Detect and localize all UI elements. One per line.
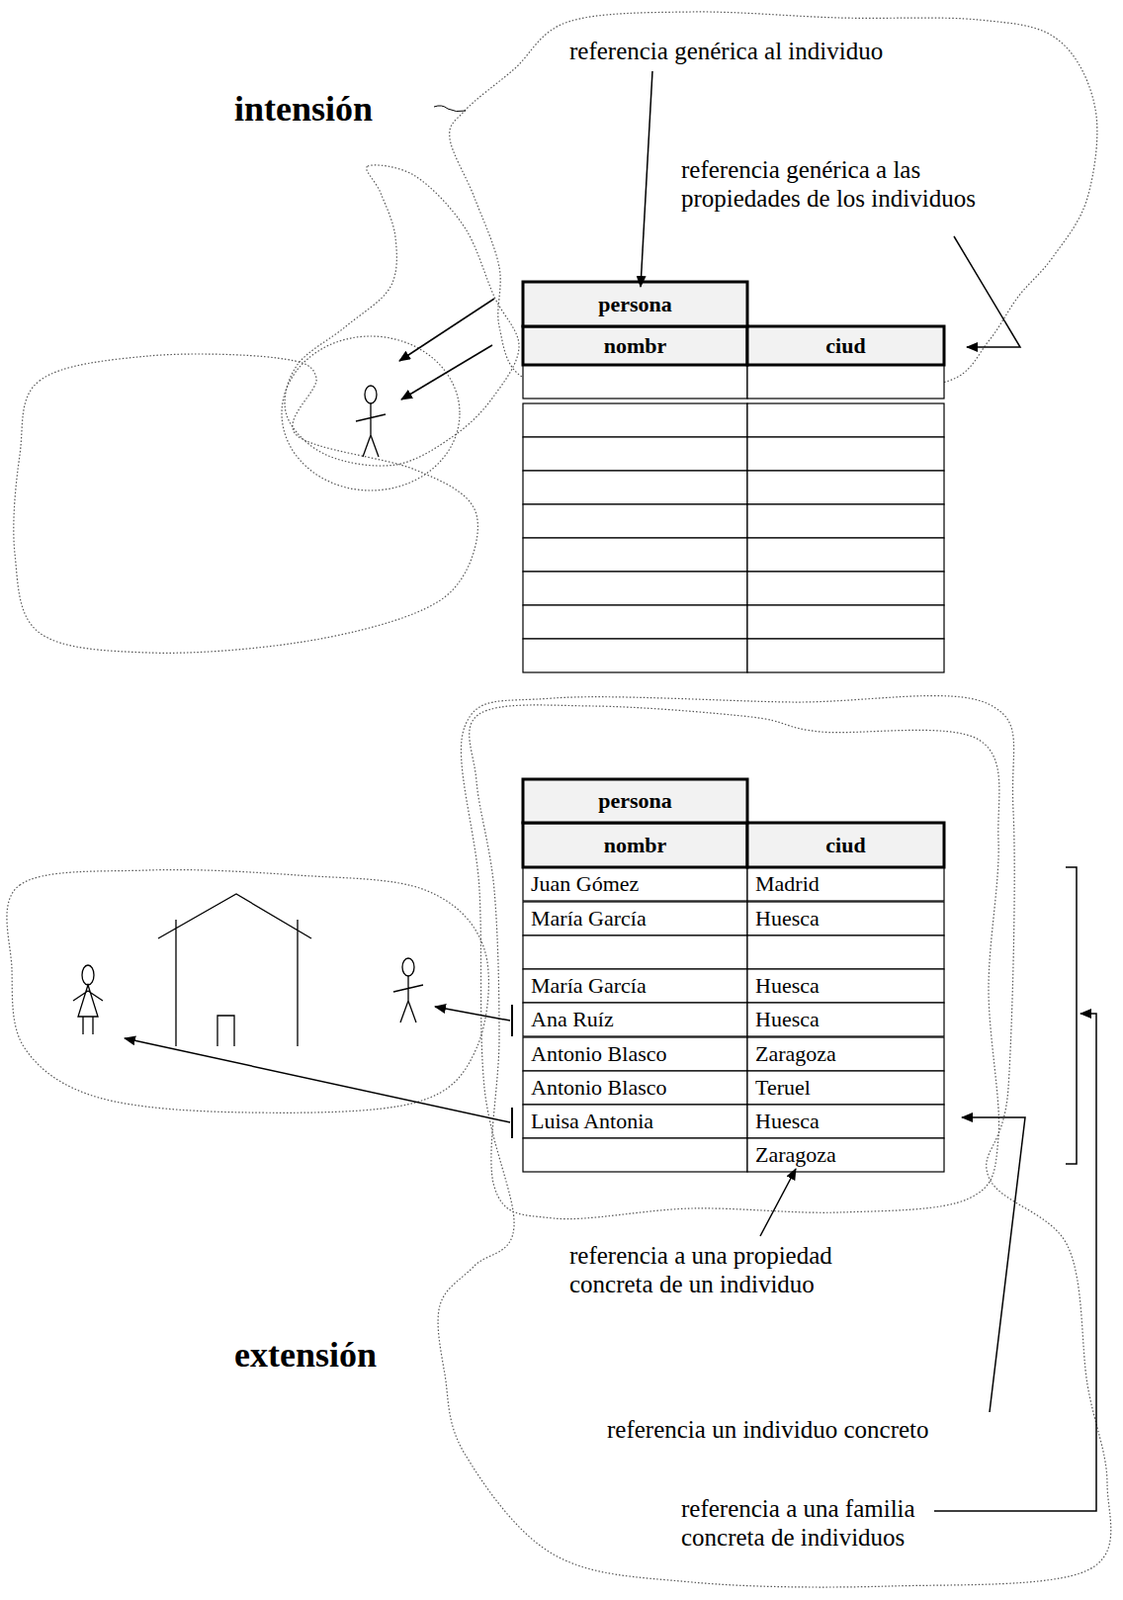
section-title: extensión xyxy=(234,1334,377,1376)
table-cell xyxy=(522,1104,748,1138)
cloud-outline xyxy=(6,869,489,1114)
table-cell xyxy=(522,537,748,572)
table-header: nombr xyxy=(522,326,748,365)
table-cell xyxy=(522,470,748,505)
table-cell xyxy=(522,504,748,538)
table-cell xyxy=(522,1036,748,1071)
table-cell xyxy=(747,1036,945,1071)
table-cell xyxy=(522,281,748,327)
table-cell-text: Huesca xyxy=(755,972,820,998)
table-cell xyxy=(522,638,748,673)
cloud-outline xyxy=(13,353,479,653)
leader-line xyxy=(953,236,1021,347)
table-cell xyxy=(522,866,748,901)
table-cell xyxy=(747,1137,945,1172)
table-cell xyxy=(747,436,945,471)
person-head xyxy=(82,964,94,985)
cloud-outline xyxy=(449,11,1098,388)
table-cell xyxy=(747,866,945,901)
bracket xyxy=(1065,866,1077,1164)
table-cell-text: María García xyxy=(530,972,647,998)
table-header: persona xyxy=(522,778,748,823)
table-header: ciud xyxy=(747,822,945,867)
reference-arrow xyxy=(401,345,493,400)
table-cell-text: María García xyxy=(530,905,647,931)
table-cell xyxy=(522,436,748,471)
table-cell xyxy=(747,604,945,639)
table-cell xyxy=(747,326,945,365)
cloud-outline xyxy=(469,704,1000,1219)
table-cell-text: Ana Ruíz xyxy=(530,1006,614,1032)
table-cell xyxy=(747,1002,945,1037)
table-cell xyxy=(522,1137,748,1172)
table-cell xyxy=(522,1070,748,1105)
table-cell-text: Huesca xyxy=(755,905,820,931)
table-cell xyxy=(522,571,748,605)
table-header: nombr xyxy=(522,822,748,867)
table-cell-text: Antonio Blasco xyxy=(530,1040,668,1066)
table-header: persona xyxy=(522,281,748,327)
annotation: referencia a una propiedad concreta de u… xyxy=(569,1241,896,1299)
annotation: referencia genérica a las propiedades de… xyxy=(681,156,1037,214)
table-cell xyxy=(747,1070,945,1105)
leader-line xyxy=(640,71,653,287)
table-cell xyxy=(747,403,945,437)
table-cell xyxy=(522,935,748,969)
cloud-outline xyxy=(281,336,460,491)
reference-arrow xyxy=(434,1006,511,1021)
table-cell-text: Teruel xyxy=(755,1074,811,1100)
table-cell xyxy=(747,1104,945,1138)
table-cell-text: Huesca xyxy=(755,1006,820,1032)
person-figure xyxy=(73,984,103,1035)
table-cell-text: Huesca xyxy=(755,1108,820,1133)
table-cell xyxy=(522,364,748,399)
table-cell xyxy=(747,935,945,969)
cloud-outline xyxy=(284,165,519,466)
table-header: ciud xyxy=(747,326,945,365)
table-cell xyxy=(522,968,748,1003)
table-cell-text: Luisa Antonia xyxy=(530,1108,654,1133)
person-head xyxy=(402,957,415,976)
table-cell xyxy=(522,604,748,639)
leader-line xyxy=(934,1013,1097,1511)
table-cell xyxy=(747,504,945,538)
reference-arrow xyxy=(124,1037,511,1123)
table-cell xyxy=(747,364,945,399)
table-cell xyxy=(522,901,748,936)
annotation: referencia genérica al individuo xyxy=(569,37,883,67)
table-cell xyxy=(747,638,945,673)
table-cell-text: Madrid xyxy=(755,870,820,896)
person-figure xyxy=(393,975,424,1023)
table-cell-text: Zaragoza xyxy=(755,1141,837,1167)
table-cell xyxy=(522,822,748,867)
table-cell xyxy=(522,778,748,823)
table-cell xyxy=(522,326,748,365)
table-cell xyxy=(522,403,748,437)
table-cell xyxy=(747,968,945,1003)
person-figure xyxy=(355,403,386,457)
table-cell-text: Juan Gómez xyxy=(530,870,639,896)
person-head xyxy=(364,385,377,404)
annotation: referencia un individuo concreto xyxy=(606,1415,930,1445)
table-cell xyxy=(747,537,945,572)
table-cell-text: Zaragoza xyxy=(755,1040,837,1066)
house xyxy=(158,893,312,1046)
table-cell xyxy=(747,822,945,867)
table-cell xyxy=(747,901,945,936)
cloud-outline xyxy=(437,695,1112,1587)
row-tick xyxy=(511,1004,514,1138)
leader-line xyxy=(961,1117,1026,1412)
annotation: referencia a una familia concreta de ind… xyxy=(681,1494,978,1553)
leader-line xyxy=(760,1168,796,1236)
table-cell xyxy=(522,1002,748,1037)
section-title: intensión xyxy=(234,88,373,130)
leader-line xyxy=(433,105,466,112)
table-cell xyxy=(747,571,945,605)
table-cell xyxy=(747,470,945,505)
table-cell-text: Antonio Blasco xyxy=(530,1074,668,1100)
